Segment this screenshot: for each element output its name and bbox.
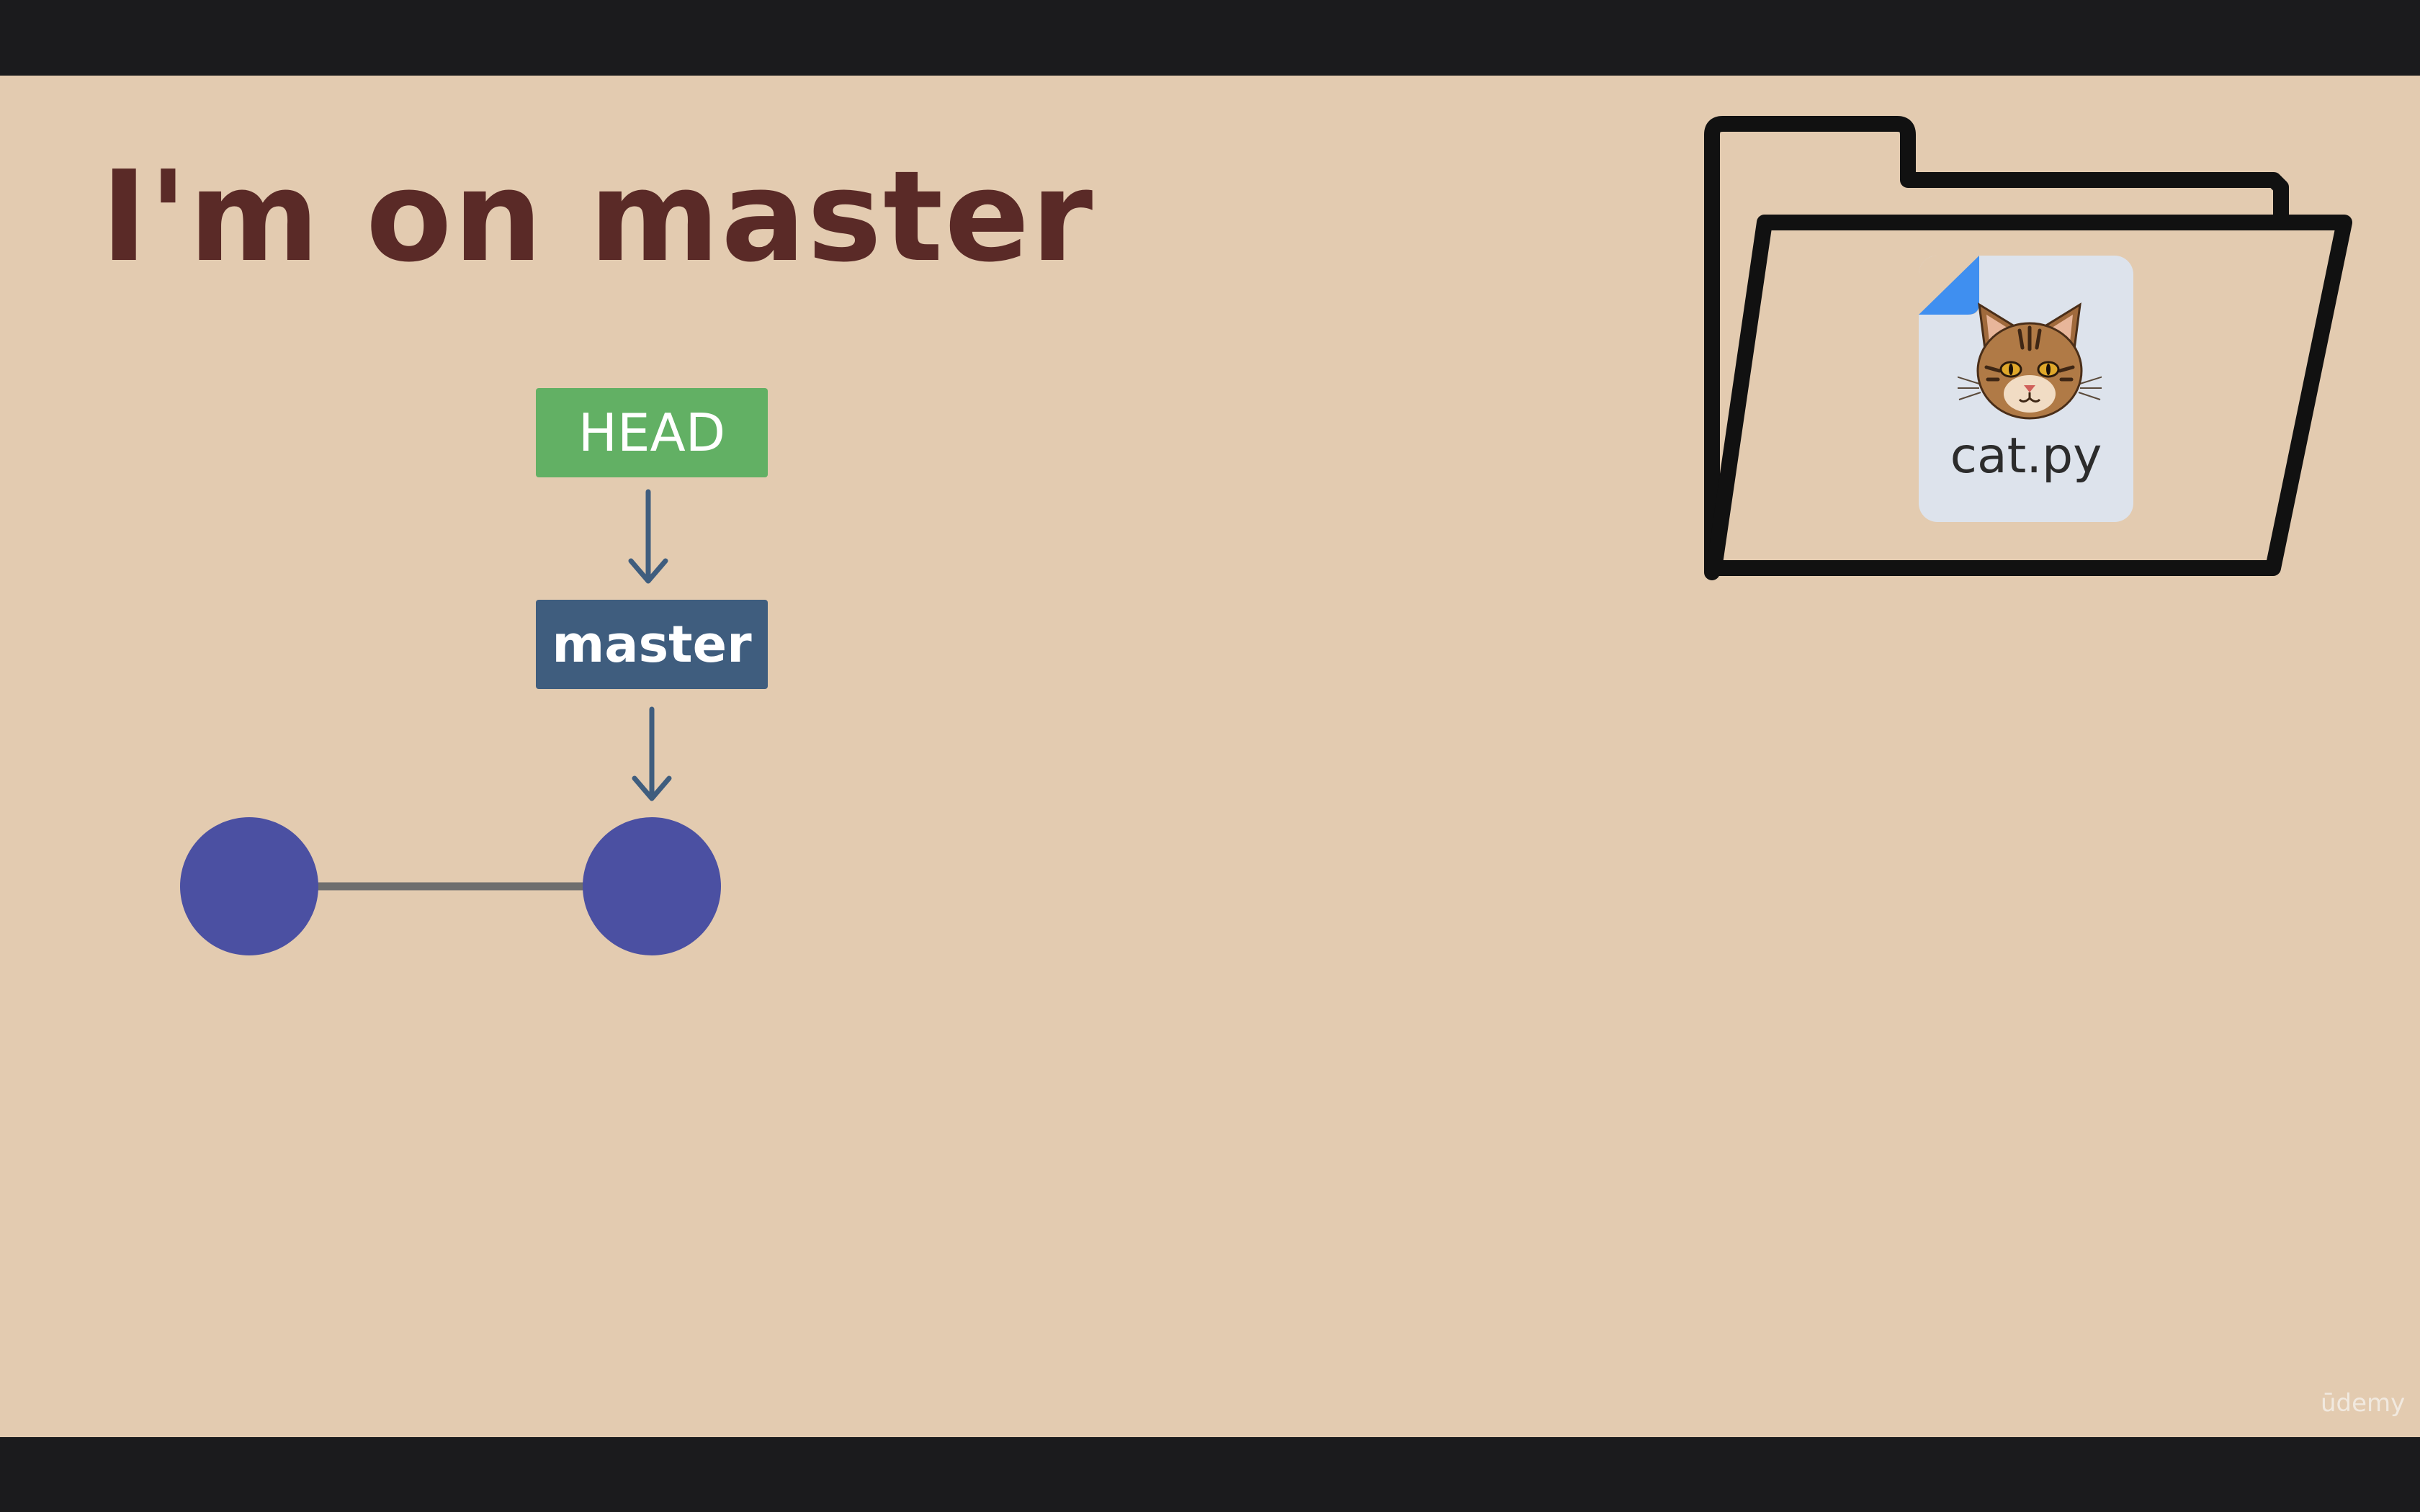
file-name: cat.py — [1950, 428, 2102, 485]
branch-to-commit-arrow — [632, 706, 672, 801]
file-corner-icon — [1919, 256, 1979, 315]
letterbox-bottom — [0, 1437, 2420, 1512]
head-pointer: HEAD — [536, 388, 768, 477]
head-to-branch-arrow — [628, 489, 668, 584]
letterbox-top — [0, 0, 2420, 76]
watermark-logo: ūdemy — [2321, 1389, 2406, 1418]
branch-label-master: master — [536, 600, 768, 689]
commit-node — [180, 817, 318, 955]
slide-title: I'm on master — [101, 144, 1095, 290]
commit-node — [583, 817, 721, 955]
cat-icon — [1958, 302, 2102, 420]
folder-icon — [1704, 116, 2352, 580]
branch-diagram — [180, 116, 2352, 955]
file-card: cat.py — [1919, 256, 2133, 522]
slide: I'm on master HEAD master — [0, 76, 2420, 1437]
